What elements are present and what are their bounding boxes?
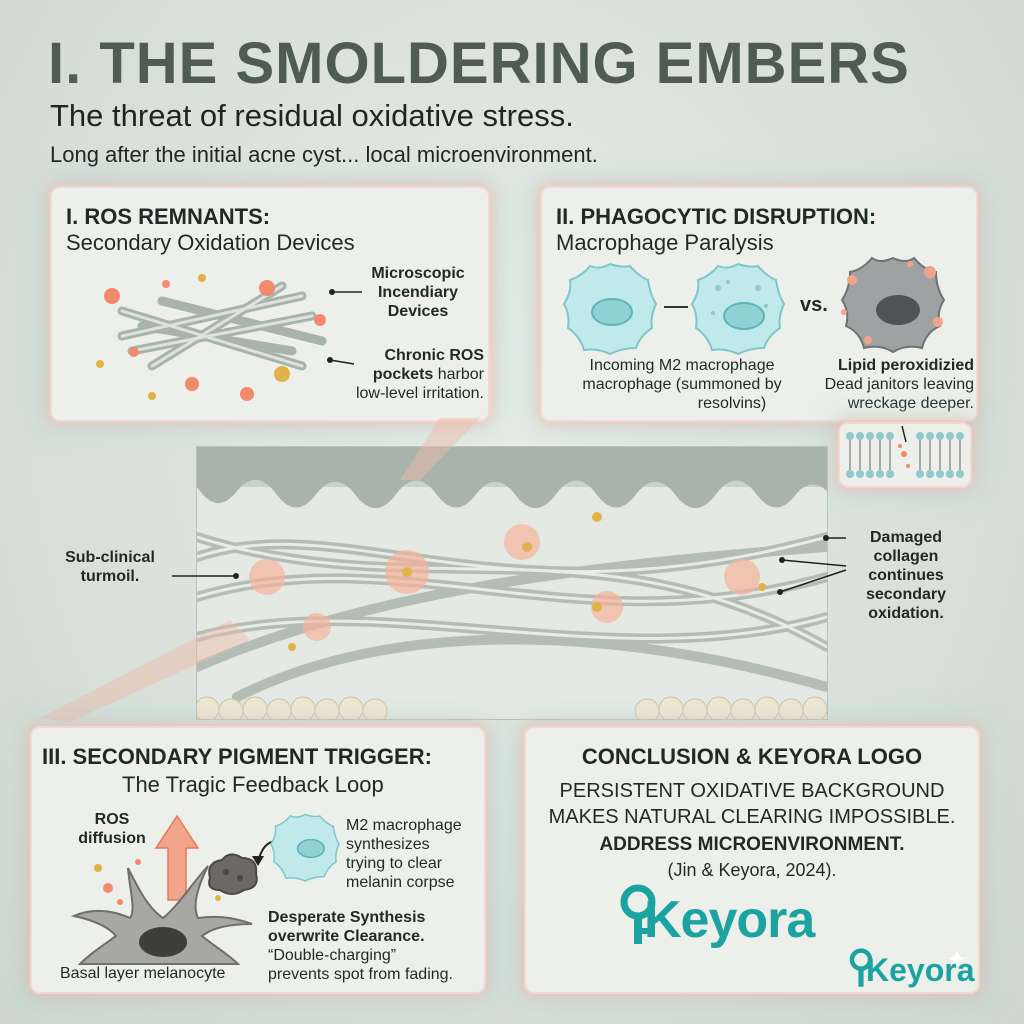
label-basal-melanocyte: Basal layer melanocyte bbox=[60, 965, 226, 982]
page-title: I. THE SMOLDERING EMBERS bbox=[48, 31, 910, 96]
panel-heading: CONCLUSION & KEYORA LOGO bbox=[581, 744, 923, 769]
macrophage-healthy-icon bbox=[562, 262, 658, 356]
panel-heading: III. SECONDARY PIGMENT TRIGGER: bbox=[42, 744, 432, 769]
melanin-clump-icon bbox=[208, 853, 258, 895]
panel-subheading: The Tragic Feedback Loop bbox=[122, 772, 384, 797]
panel-subheading: Macrophage Paralysis bbox=[556, 230, 774, 255]
conclusion-line-1: PERSISTENT OXIDATIVE BACKGROUND bbox=[559, 780, 945, 802]
panel-phagocytic-disruption: II. PHAGOCYTIC DISRUPTION: Macrophage Pa… bbox=[540, 186, 978, 422]
conclusion-line-2: MAKES NATURAL CLEARING IMPOSSIBLE. bbox=[548, 806, 956, 828]
leader-lines bbox=[327, 289, 362, 365]
keyora-logo-key-icon bbox=[620, 884, 656, 944]
macrophage-dead-icon bbox=[840, 256, 946, 354]
collagen-bundle-illustration bbox=[96, 274, 327, 401]
page-subtitle: The threat of residual oxidative stress. bbox=[50, 98, 574, 133]
panel-subheading: Secondary Oxidation Devices bbox=[66, 230, 355, 255]
sparkle-icon: ✦ bbox=[946, 944, 968, 974]
melanocyte-icon bbox=[70, 859, 253, 965]
panel-heading: II. PHAGOCYTIC DISRUPTION: bbox=[556, 204, 877, 229]
citation: (Jin & Keyora, 2024). bbox=[667, 860, 837, 880]
lipid-bilayer-inset bbox=[838, 422, 972, 488]
keyora-logo: Keyora bbox=[644, 891, 815, 949]
panel-pigment-trigger: III. SECONDARY PIGMENT TRIGGER: The Trag… bbox=[30, 726, 486, 994]
label-ros-pockets: Chronic ROS pockets harbor low-level irr… bbox=[355, 347, 484, 402]
skin-cross-section bbox=[196, 446, 828, 720]
panel-heading: I. ROS REMNANTS: bbox=[66, 204, 271, 229]
page-subline: Long after the initial acne cyst... loca… bbox=[50, 142, 598, 167]
macrophage-dotted-icon bbox=[690, 262, 786, 356]
conclusion-line-3: ADDRESS MICROENVIRONMENT. bbox=[599, 834, 905, 855]
skin-layers-illustration bbox=[197, 447, 827, 719]
m2-macrophage-icon bbox=[270, 813, 340, 882]
panel-ros-remnants: I. ROS REMNANTS: Secondary Oxidation Dev… bbox=[50, 186, 490, 422]
connector-dash bbox=[664, 306, 688, 308]
panel-conclusion: CONCLUSION & KEYORA LOGO PERSISTENT OXID… bbox=[524, 726, 980, 994]
lipid-bilayer-icon bbox=[846, 426, 964, 478]
keyora-logo-small: Keyora bbox=[866, 952, 975, 988]
keyora-logo-small-key-icon bbox=[849, 948, 873, 987]
vs-label: vs. bbox=[800, 294, 828, 316]
